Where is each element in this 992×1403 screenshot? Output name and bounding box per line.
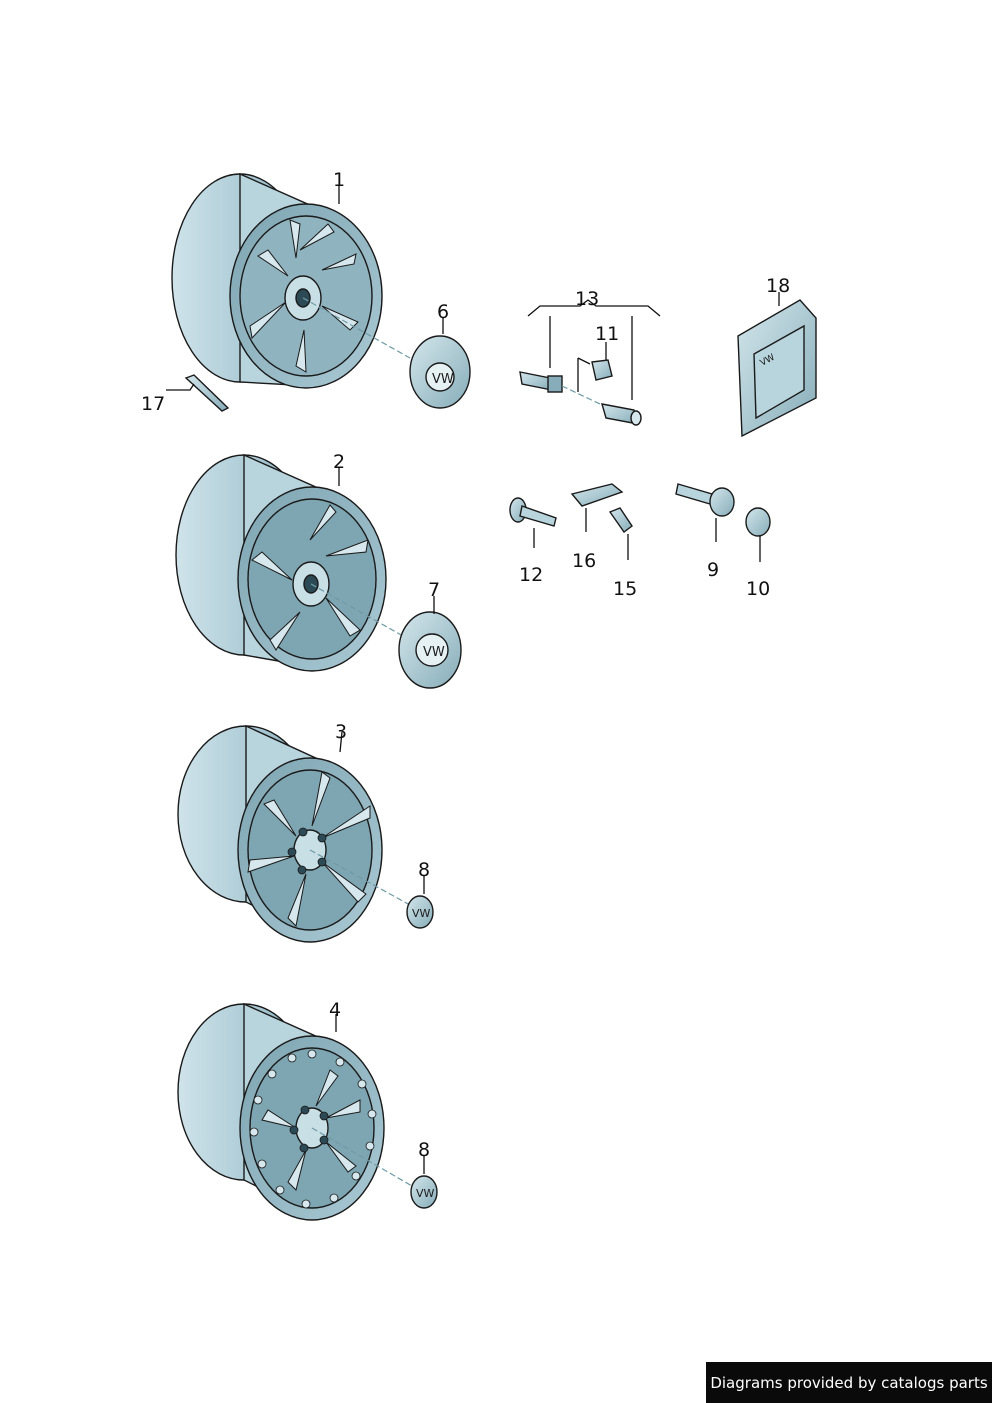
wheel-4 bbox=[177, 1002, 413, 1221]
callout-13: 13 bbox=[575, 288, 599, 310]
hubcap-7: VW bbox=[398, 611, 462, 689]
callout-8-lower: 8 bbox=[418, 1139, 430, 1161]
wheel-nut-10 bbox=[745, 507, 771, 537]
vw-logo-7: VW bbox=[423, 645, 445, 660]
bolt-kit-package-18: VW bbox=[737, 299, 817, 438]
callout-12: 12 bbox=[519, 564, 543, 586]
center-cap-8-lower: VW bbox=[410, 1175, 438, 1209]
svg-text:VW: VW bbox=[416, 1187, 435, 1200]
callout-3: 3 bbox=[335, 721, 347, 743]
wheel-2-spokes bbox=[251, 504, 369, 651]
wheel-3-spokes bbox=[247, 771, 371, 928]
callout-18: 18 bbox=[766, 275, 790, 297]
callout-7: 7 bbox=[428, 579, 440, 601]
callout-2: 2 bbox=[333, 451, 345, 473]
tire-valve-12 bbox=[509, 497, 557, 527]
callout-15: 15 bbox=[613, 578, 637, 600]
wheel-1-spokes bbox=[249, 219, 359, 373]
balance-weight-17 bbox=[184, 374, 230, 412]
leader-lines bbox=[166, 186, 780, 1174]
callout-1: 1 bbox=[333, 169, 345, 191]
wheel-bolt-9 bbox=[675, 483, 735, 517]
callout-16: 16 bbox=[572, 550, 596, 572]
callout-6: 6 bbox=[437, 301, 449, 323]
tpms-sensor-16 bbox=[570, 483, 624, 507]
callout-8-upper: 8 bbox=[418, 859, 430, 881]
wheel-3 bbox=[177, 724, 411, 943]
callout-labels: 1 2 3 4 6 7 8 8 9 10 11 12 13 15 16 17 1… bbox=[141, 169, 790, 1161]
center-cap-8-upper: VW bbox=[406, 895, 434, 929]
wheel-4-rim-holes bbox=[249, 1049, 377, 1209]
svg-text:VW: VW bbox=[412, 907, 431, 920]
wheel-2 bbox=[175, 453, 411, 672]
callout-4: 4 bbox=[329, 999, 341, 1021]
vw-logo-6: VW bbox=[432, 372, 454, 387]
callout-17: 17 bbox=[141, 393, 165, 415]
callout-9: 9 bbox=[707, 559, 719, 581]
callout-11: 11 bbox=[595, 323, 619, 345]
callout-10: 10 bbox=[746, 578, 770, 600]
anti-theft-bolt-set bbox=[519, 357, 642, 426]
clip-15 bbox=[608, 507, 633, 533]
hubcap-6: VW bbox=[409, 335, 471, 409]
watermark-banner: Diagrams provided by catalogs parts bbox=[706, 1362, 992, 1403]
wheel-1 bbox=[171, 172, 411, 389]
